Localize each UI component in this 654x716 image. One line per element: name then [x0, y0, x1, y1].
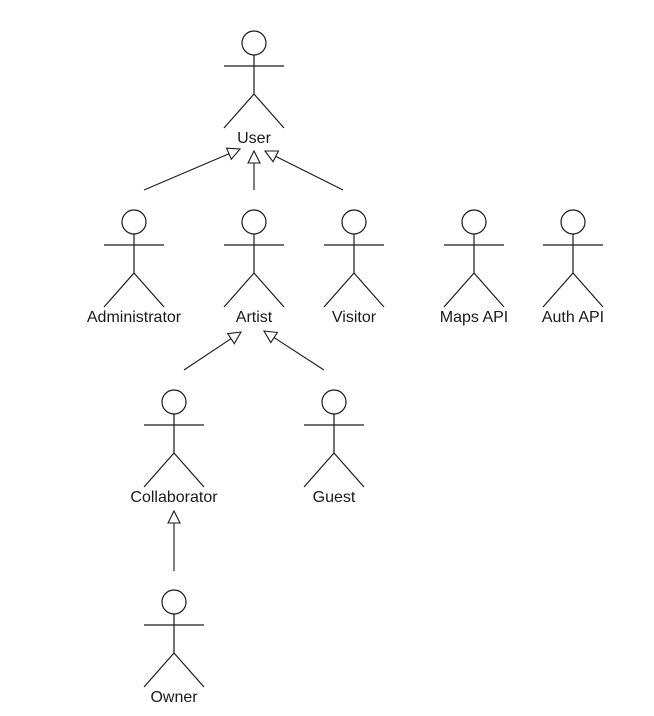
generalization-administrator-to-user [143, 147, 242, 191]
generalization-visitor-to-user [263, 150, 344, 191]
stick-figure-icon [323, 209, 385, 308]
generalization-owner-to-collaborator [167, 509, 181, 571]
actor-artist: Artist [223, 209, 285, 326]
hollow-triangle-arrowhead-icon [225, 147, 242, 161]
actor-auth-api: Auth API [542, 209, 604, 326]
hollow-triangle-arrowhead-icon [167, 509, 181, 524]
actor-label: Artist [236, 309, 273, 326]
stick-figure-icon [542, 209, 604, 308]
actor-user: User [223, 30, 285, 147]
actor-owner: Owner [143, 589, 205, 706]
stick-figure-icon [223, 209, 285, 308]
hollow-triangle-arrowhead-icon [262, 330, 279, 344]
stick-figure-icon [443, 209, 505, 308]
actor-label: User [237, 130, 271, 147]
generalization-guest-to-artist [262, 330, 325, 371]
generalization-arrows [143, 147, 344, 571]
hollow-triangle-arrowhead-icon [226, 331, 243, 345]
actor-administrator: Administrator [87, 209, 182, 326]
actor-label: Guest [313, 489, 356, 506]
actor-guest: Guest [303, 389, 365, 506]
actor-maps-api: Maps API [440, 209, 508, 326]
actor-label: Auth API [542, 309, 604, 326]
actor-visitor: Visitor [323, 209, 385, 326]
actor-collaborator: Collaborator [130, 389, 218, 506]
stick-figure-icon [303, 389, 365, 488]
stick-figure-icon [223, 30, 285, 129]
actor-label: Administrator [87, 309, 182, 326]
generalization-artist-to-user [247, 149, 261, 190]
actor-label: Maps API [440, 309, 508, 326]
actor-label: Collaborator [130, 489, 218, 506]
stick-figure-icon [143, 389, 205, 488]
generalization-collaborator-to-artist [183, 331, 243, 371]
actor-label: Owner [150, 689, 198, 706]
hollow-triangle-arrowhead-icon [247, 149, 261, 164]
hollow-triangle-arrowhead-icon [263, 150, 280, 163]
stick-figure-icon [103, 209, 165, 308]
stick-figure-icon [143, 589, 205, 688]
actor-label: Visitor [332, 309, 377, 326]
